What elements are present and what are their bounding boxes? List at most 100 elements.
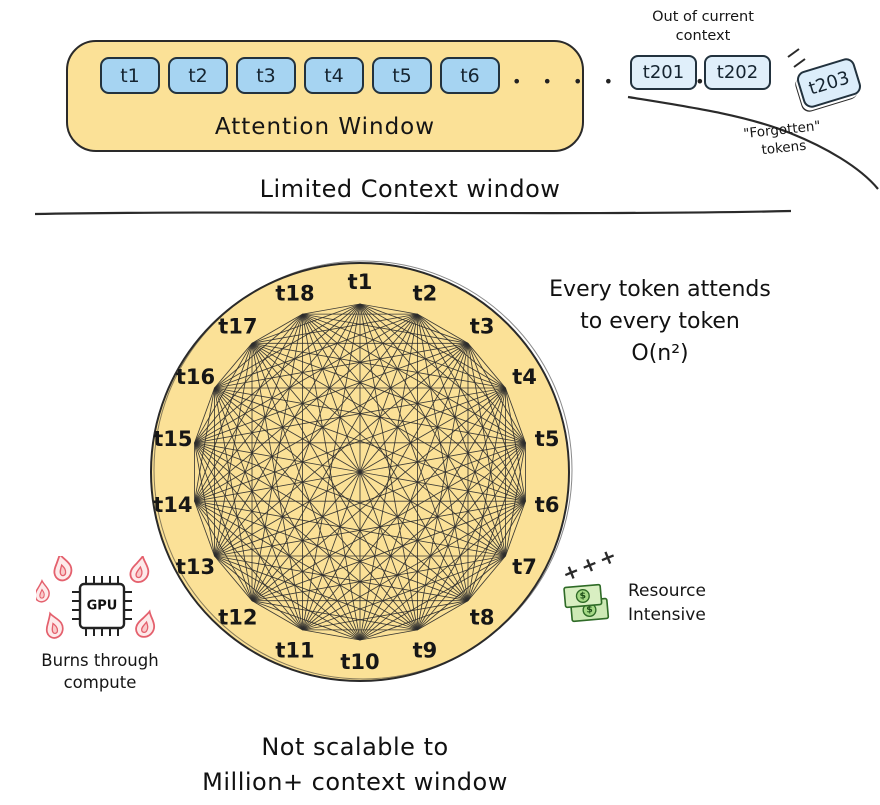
dollar-coin xyxy=(575,588,590,604)
token-chip: t4 xyxy=(304,57,364,94)
attention-edge xyxy=(194,501,215,557)
flame-icon xyxy=(50,556,74,583)
attention-edge xyxy=(251,342,506,557)
limited-context-caption: Limited Context window xyxy=(259,175,561,203)
attention-edge xyxy=(251,600,361,641)
attention-edge xyxy=(359,303,469,601)
attention-edge xyxy=(467,343,506,389)
graph-token-label: t9 xyxy=(413,639,438,663)
resource-intensive-label: Resource Intensive xyxy=(628,581,706,625)
attention-edge xyxy=(251,600,418,631)
attention-edge xyxy=(214,387,418,631)
attention-edge xyxy=(194,442,253,601)
attention-edge xyxy=(214,500,526,557)
attention-edge xyxy=(194,387,215,502)
attention-edge xyxy=(194,343,253,444)
gpu-pins xyxy=(72,576,132,636)
attention-edge xyxy=(194,442,303,631)
attention-edge xyxy=(302,314,361,641)
attention-edge xyxy=(214,313,418,557)
attention-edge xyxy=(251,314,303,601)
attention-edge xyxy=(302,387,506,631)
attention-window-box: t1 t2 t3 t4 t5 t6 Attention Window xyxy=(66,40,584,152)
graph-token-label: t8 xyxy=(470,606,495,630)
graph-token-label: t3 xyxy=(470,314,495,338)
attention-edge xyxy=(417,387,506,631)
attention-edge xyxy=(251,342,506,389)
attention-edge xyxy=(214,342,469,389)
attention-window-label: Attention Window xyxy=(214,114,436,140)
attention-edge xyxy=(251,600,303,631)
flame-icon xyxy=(133,608,160,641)
attention-edge xyxy=(214,387,526,444)
graph-token-label: t1 xyxy=(348,270,373,294)
burns-through-compute-label: Burns through compute xyxy=(41,651,159,693)
attention-edge xyxy=(359,555,506,641)
attention-edge xyxy=(194,313,303,444)
graph-token-label: t12 xyxy=(218,606,257,630)
graph-token-label: t15 xyxy=(153,427,192,451)
attention-edge xyxy=(214,387,253,601)
attention-edge xyxy=(302,313,418,631)
attention-edge xyxy=(359,303,418,315)
gpu-flames-icon: GPU xyxy=(36,556,160,641)
attention-edge xyxy=(467,343,526,502)
attention-edge xyxy=(194,387,506,444)
attention-edge xyxy=(302,313,506,557)
falling-curve xyxy=(627,48,879,190)
attention-edge xyxy=(467,442,526,601)
attention-edge xyxy=(214,387,469,602)
attention-edge xyxy=(194,343,253,502)
attention-edge xyxy=(194,500,506,557)
token-chip: t201 xyxy=(630,55,697,90)
attention-edge xyxy=(214,387,361,641)
graph-token-label: t13 xyxy=(176,555,215,579)
attention-edge xyxy=(251,313,418,344)
attention-edge xyxy=(251,342,526,502)
attention-edge xyxy=(505,387,526,443)
token-chip: t2 xyxy=(168,57,228,94)
attention-edge xyxy=(214,303,361,389)
attention-edge xyxy=(214,555,253,601)
context-circle-sketch xyxy=(153,260,573,680)
attention-edge xyxy=(251,555,506,602)
graph-token-label: t6 xyxy=(535,493,560,517)
attention-edge xyxy=(359,442,526,641)
attention-edge xyxy=(214,343,253,557)
attention-edge xyxy=(302,600,469,631)
attention-edge xyxy=(214,555,469,602)
token-row: t1 t2 t3 t4 t5 t6 xyxy=(100,57,500,94)
attention-edge xyxy=(194,387,215,443)
attention-edge xyxy=(194,500,253,601)
attention-edge xyxy=(194,442,361,641)
attends-note: Every token attends to every token O(n²) xyxy=(549,277,771,366)
attention-edge xyxy=(359,303,506,389)
attention-edge xyxy=(194,442,469,602)
gpu-chip-label: GPU xyxy=(87,599,118,614)
attention-edge xyxy=(302,303,361,315)
graph-token-label: t10 xyxy=(340,650,379,674)
not-scalable-caption: Not scalable to Million+ context window xyxy=(202,733,508,796)
token-chip: t1 xyxy=(100,57,160,94)
divider-line xyxy=(35,209,791,216)
attention-edge xyxy=(359,343,469,641)
graph-token-label: t4 xyxy=(512,365,537,389)
out-of-context-label: Out of current context xyxy=(652,9,754,44)
attention-edge xyxy=(194,303,361,502)
token-chip: t5 xyxy=(372,57,432,94)
attention-edge xyxy=(251,313,303,344)
attention-edge xyxy=(194,500,361,641)
attention-edge xyxy=(214,313,303,557)
attention-edge xyxy=(194,313,418,444)
flame-icon xyxy=(128,556,153,585)
graph-token-label: t14 xyxy=(153,493,192,517)
graph-token-label: t16 xyxy=(176,365,215,389)
attention-edge xyxy=(194,442,418,631)
attention-edge xyxy=(417,313,526,444)
flame-icon xyxy=(36,580,50,603)
graph-token-label: t17 xyxy=(218,314,257,338)
attention-edge xyxy=(302,313,506,389)
attention-edge xyxy=(214,313,303,389)
